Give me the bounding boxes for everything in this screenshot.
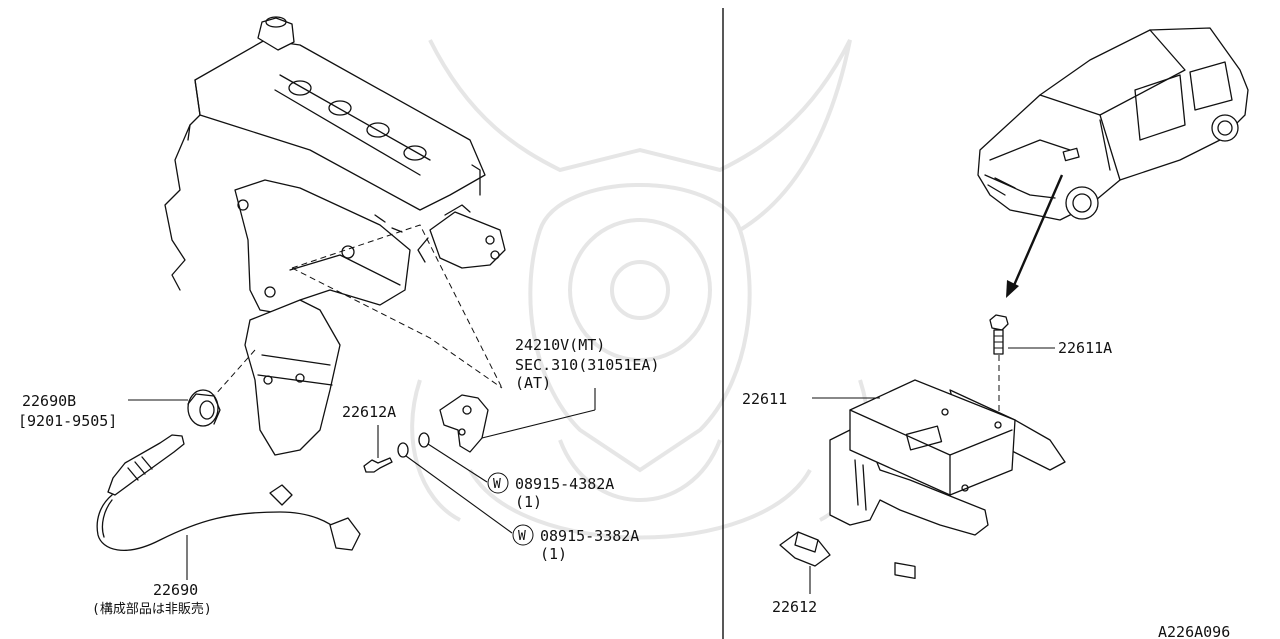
label-24210v-line1: 24210V(MT): [515, 336, 605, 354]
label-22690b-date-range: [9201-9505]: [18, 412, 117, 430]
label-22612: 22612: [772, 598, 817, 616]
label-22690b-number: 22690B: [22, 392, 76, 410]
location-arrow: [1006, 174, 1064, 298]
oxygen-sensor-assembly: [96, 434, 361, 580]
label-24210v-line3: (AT): [515, 374, 551, 392]
clip-22612: [779, 531, 831, 594]
bolt-22611a: [989, 314, 1055, 420]
label-08915-3382a-symbol: W: [518, 529, 526, 544]
washer-08915-4382a: [418, 432, 488, 483]
label-22612a: 22612A: [342, 403, 396, 421]
label-22611a: 22611A: [1058, 339, 1112, 357]
washer-08915-3382a: [397, 442, 513, 534]
label-08915-3382a-number: 08915-3382A: [540, 527, 639, 545]
label-22690b: 22690B [9201-9505]: [18, 392, 117, 430]
label-08915-4382a: W 08915-4382A (1): [487, 472, 614, 511]
washer-w-symbol-icon: [487, 472, 509, 494]
label-08915-4382a-symbol: W: [493, 477, 501, 492]
label-08915-4382a-number: 08915-4382A: [515, 475, 614, 493]
samurai-helmet-watermark-icon: [410, 39, 870, 540]
grommet-22690b: [128, 389, 221, 427]
label-24210v: 24210V(MT) SEC.310(31051EA) (AT): [515, 336, 660, 392]
label-22690-note: (構成部品は非販売): [92, 601, 212, 617]
bolt-22612a: [363, 425, 393, 473]
sensor-bracket: [439, 388, 596, 453]
engine-dashed-leaders: [214, 224, 503, 396]
ecu-module: [812, 379, 1066, 579]
label-22690: 22690 (構成部品は非販売): [92, 581, 212, 617]
washer-w-symbol-icon: [512, 524, 534, 546]
car-illustration: [977, 27, 1249, 221]
label-22611: 22611: [742, 390, 787, 408]
label-08915-3382a: W 08915-3382A (1): [512, 524, 639, 563]
label-24210v-line2: SEC.310(31051EA): [515, 356, 660, 374]
label-08915-3382a-qty: (1): [540, 545, 567, 563]
diagram-code: A226A096: [1158, 623, 1230, 639]
label-22690-number: 22690: [153, 581, 198, 599]
label-08915-4382a-qty: (1): [515, 493, 542, 511]
engine-illustration: [164, 16, 506, 456]
